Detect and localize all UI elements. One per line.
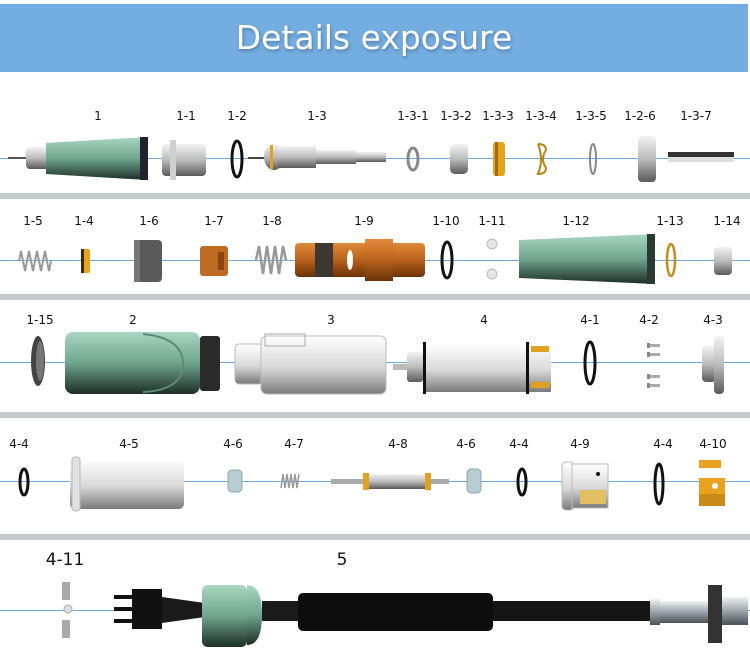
spring-part-icon <box>18 250 52 272</box>
part-label: 1-15 <box>26 313 54 327</box>
part-label: 1-2 <box>227 109 247 123</box>
part-label: 4-9 <box>570 437 590 451</box>
o-ring-part-icon <box>583 340 597 386</box>
nut-part-icon <box>31 336 45 386</box>
part-label: 4-10 <box>699 437 727 451</box>
part-label: 1-3-1 <box>397 109 429 123</box>
part-label: 1-13 <box>656 214 684 228</box>
motor-part-icon <box>393 342 551 394</box>
part-label: 1-10 <box>432 214 460 228</box>
row-divider <box>0 294 750 300</box>
bearing-part-icon <box>466 468 482 494</box>
spring-part-icon <box>254 245 288 275</box>
row-divider <box>0 412 750 418</box>
shim-ring-part-icon <box>589 143 597 175</box>
part-label: 4-5 <box>119 437 139 451</box>
end-housing-part-icon <box>561 461 609 511</box>
screws-part-icon <box>62 582 73 638</box>
page-title: Details exposure <box>235 18 513 57</box>
part-label: 1-3-7 <box>680 109 712 123</box>
handpiece-nose-part-icon <box>8 137 148 180</box>
part-label: 4 <box>480 313 488 327</box>
part-label: 4-4 <box>509 437 529 451</box>
brass-ring-part-icon <box>665 242 677 278</box>
part-label: 1-14 <box>713 214 741 228</box>
cable-assembly-part-icon <box>114 585 748 647</box>
motor-housing-part-icon <box>234 333 387 395</box>
handle-sleeve-part-icon <box>519 234 655 284</box>
part-label: 1-2-6 <box>624 109 656 123</box>
part-label: 4-8 <box>388 437 408 451</box>
shaft-part-icon <box>668 152 734 162</box>
steel-balls-part-icon <box>486 238 498 280</box>
rotor-sleeve-part-icon <box>70 456 184 512</box>
washer-part-icon <box>406 146 420 172</box>
part-label: 1-3-3 <box>482 109 514 123</box>
part-label: 1-3-5 <box>575 109 607 123</box>
brass-ring-part-icon <box>81 249 90 273</box>
part-label: 4-6 <box>223 437 243 451</box>
part-label: 1-1 <box>176 109 196 123</box>
part-label: 4-1 <box>580 313 600 327</box>
motor-sleeve-part-icon <box>65 332 220 394</box>
row-divider <box>0 193 750 199</box>
part-label: 1-4 <box>74 214 94 228</box>
spindle-part-icon <box>248 144 386 170</box>
end-cap-part-icon <box>702 336 724 394</box>
o-ring-part-icon <box>230 139 244 179</box>
rotor-shaft-part-icon <box>331 473 449 490</box>
part-label: 1-11 <box>478 214 506 228</box>
header-banner: Details exposure <box>0 4 748 72</box>
o-ring-part-icon <box>440 240 454 280</box>
screws-part-icon <box>647 343 660 388</box>
part-label: 5 <box>336 550 348 570</box>
spring-part-icon <box>280 473 300 489</box>
part-label: 1-8 <box>262 214 282 228</box>
part-label: 4-4 <box>9 437 29 451</box>
part-label: 1-3 <box>307 109 327 123</box>
bearing-part-icon <box>714 247 732 275</box>
o-ring-part-icon <box>516 467 528 497</box>
part-label: 4-4 <box>653 437 673 451</box>
bearing-part-icon <box>227 469 243 493</box>
part-label: 1-9 <box>354 214 374 228</box>
chuck-body-part-icon <box>295 239 425 281</box>
part-label: 1-3-2 <box>440 109 472 123</box>
brass-clip-part-icon <box>699 460 725 506</box>
part-label: 1 <box>94 109 102 123</box>
part-label: 3 <box>327 313 335 327</box>
wave-spring-part-icon <box>536 143 548 176</box>
brass-bushing-part-icon <box>493 142 505 176</box>
copper-bushing-part-icon <box>200 246 228 276</box>
o-ring-part-icon <box>18 467 30 497</box>
part-label: 4-6 <box>456 437 476 451</box>
collet-part-icon <box>162 140 206 180</box>
part-label: 1-5 <box>23 214 43 228</box>
part-label: 2 <box>129 313 137 327</box>
part-label: 4-7 <box>284 437 304 451</box>
part-label: 4-2 <box>639 313 659 327</box>
row-divider <box>0 534 750 540</box>
part-label: 4-11 <box>45 550 85 570</box>
part-label: 1-6 <box>139 214 159 228</box>
bearing-cap-part-icon <box>450 144 468 174</box>
part-label: 1-12 <box>562 214 590 228</box>
o-ring-part-icon <box>653 462 665 506</box>
part-label: 1-3-4 <box>525 109 557 123</box>
part-label: 1-7 <box>204 214 224 228</box>
part-label: 4-3 <box>703 313 723 327</box>
rubber-sleeve-part-icon <box>134 240 162 282</box>
bearing-part-icon <box>638 136 656 182</box>
